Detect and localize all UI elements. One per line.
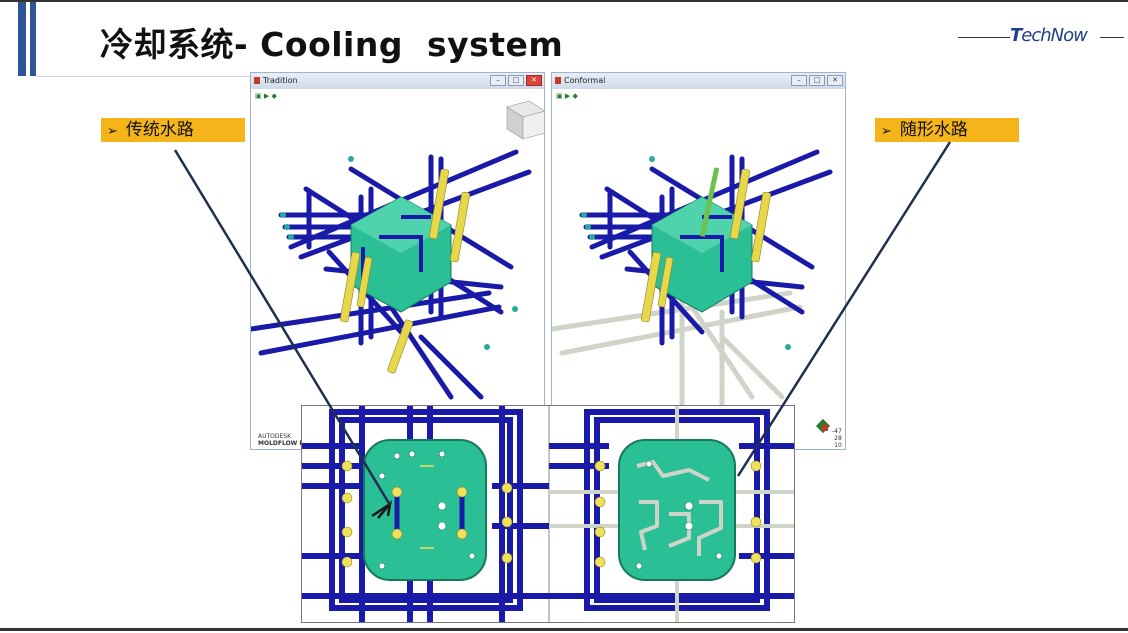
window-titlebar[interactable]: Conformal – □ ✕ [552, 73, 845, 89]
arrow-bullet-icon: ➢ [881, 124, 892, 139]
window-title: Conformal [564, 76, 606, 85]
logo-rule-left [958, 37, 1010, 38]
window-tradition[interactable]: Tradition – □ ✕ ▣ ▶ ◆ [248, 72, 546, 450]
window-toolbar[interactable]: ▣ ▶ ◆ [255, 92, 277, 100]
logo-rule-right [1100, 37, 1124, 38]
label-text: 随形水路 [899, 120, 968, 140]
label-traditional-channel: ➢ 传统水路 [101, 118, 245, 142]
arrow-bullet-icon: ➢ [107, 124, 118, 139]
cooling-model-traditional [248, 100, 546, 437]
window-conformal[interactable]: Conformal – □ ✕ ▣ ▶ ◆ [549, 72, 846, 450]
close-button[interactable]: ✕ [827, 75, 843, 86]
view-cube-icon [506, 100, 546, 140]
model-view-tradition[interactable] [248, 97, 546, 449]
bottom-rule [0, 628, 1128, 631]
axis-triad-icon [815, 418, 831, 434]
window-toolbar[interactable]: ▣ ▶ ◆ [556, 92, 578, 100]
accent-bar [18, 2, 26, 76]
axis-readout: -47 28 10 [832, 428, 842, 449]
top-view-drawing [302, 406, 796, 622]
maximize-button[interactable]: □ [508, 75, 524, 86]
autodesk-brand: AUTODESK MOLDFLOW IN [258, 433, 307, 447]
conformal-top-view [549, 406, 796, 622]
cooling-model-conformal [549, 149, 833, 434]
slide-title: 冷却系统- Cooling system [100, 25, 564, 64]
top-rule [0, 0, 1128, 2]
model-view-conformal[interactable] [549, 97, 845, 449]
window-title: Tradition [263, 76, 298, 85]
window-titlebar[interactable]: Tradition – □ ✕ [251, 73, 544, 89]
close-button[interactable]: ✕ [526, 75, 542, 86]
minimize-button[interactable]: – [791, 75, 807, 86]
app-icon [254, 77, 260, 84]
app-icon [555, 77, 561, 84]
company-logo: TechNow [1010, 25, 1088, 46]
title-underline [36, 76, 256, 77]
accent-bar-secondary [30, 2, 36, 76]
label-text: 传统水路 [125, 120, 194, 140]
traditional-top-view [302, 406, 549, 622]
maximize-button[interactable]: □ [809, 75, 825, 86]
minimize-button[interactable]: – [490, 75, 506, 86]
label-conformal-channel: ➢ 随形水路 [875, 118, 1019, 142]
top-view-comparison [301, 405, 796, 623]
molded-part [651, 196, 753, 313]
